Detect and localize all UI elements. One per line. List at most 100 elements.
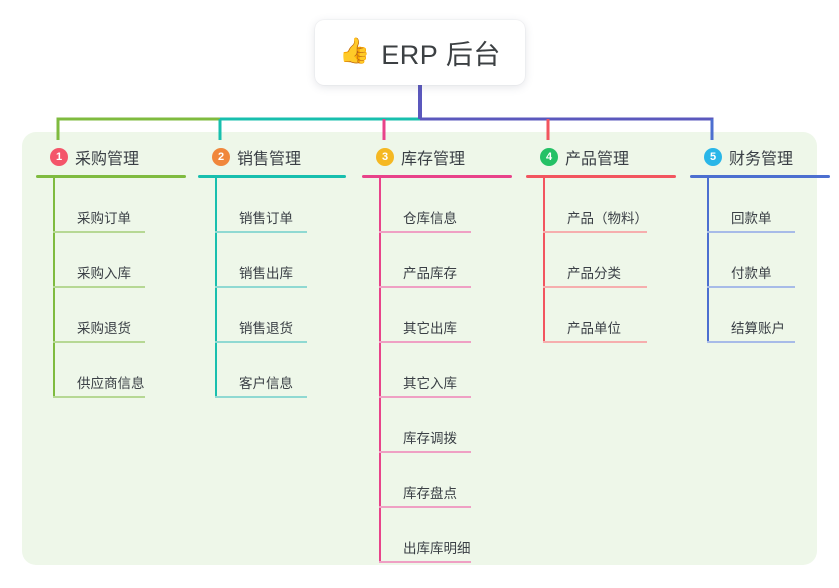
branch-number-badge: 2	[212, 148, 230, 166]
branch-item[interactable]: 采购退货	[53, 288, 186, 343]
branch-item-rule	[215, 341, 307, 343]
branch-number-badge: 4	[540, 148, 558, 166]
branch-item[interactable]: 采购入库	[53, 233, 186, 288]
branch-header-5[interactable]: 5 财务管理	[690, 144, 830, 170]
branch-item-label: 产品分类	[567, 265, 621, 281]
branch-item[interactable]: 产品（物料）	[543, 178, 676, 233]
branch-column-2[interactable]: 2 销售管理销售订单销售出库销售退货客户信息	[198, 144, 346, 398]
branch-item[interactable]: 销售出库	[215, 233, 346, 288]
branch-header-1[interactable]: 1 采购管理	[36, 144, 186, 170]
branch-item-label: 库存调拨	[403, 430, 457, 446]
branch-item-rule	[215, 396, 307, 398]
branch-item-label: 仓库信息	[403, 210, 457, 226]
branch-item-label: 销售退货	[239, 320, 293, 336]
branch-item[interactable]: 采购订单	[53, 178, 186, 233]
branch-title: 库存管理	[401, 151, 466, 168]
branch-item[interactable]: 其它出库	[379, 288, 512, 343]
branch-item-label: 产品（物料）	[567, 210, 648, 226]
branch-item-label: 供应商信息	[77, 375, 145, 391]
branch-item-label: 其它出库	[403, 320, 457, 336]
branch-header-rule	[362, 175, 512, 178]
branch-item[interactable]: 付款单	[707, 233, 830, 288]
branch-item-list: 回款单付款单结算账户	[707, 178, 830, 343]
branch-item-list: 采购订单采购入库采购退货供应商信息	[53, 178, 186, 398]
branch-item-rule	[707, 286, 795, 288]
branch-item-label: 产品单位	[567, 320, 621, 336]
branch-item[interactable]: 结算账户	[707, 288, 830, 343]
branch-item-label: 采购入库	[77, 265, 131, 281]
branch-item-rule	[379, 561, 471, 563]
branch-item-rule	[379, 341, 471, 343]
branch-item-rule	[215, 286, 307, 288]
branch-number-badge: 1	[50, 148, 68, 166]
branch-item-rule	[379, 506, 471, 508]
branch-item-label: 产品库存	[403, 265, 457, 281]
branch-header-rule	[36, 175, 186, 178]
branch-column-3[interactable]: 3 库存管理仓库信息产品库存其它出库其它入库库存调拨库存盘点出库库明细	[362, 144, 512, 563]
branch-number-badge: 3	[376, 148, 394, 166]
branch-item[interactable]: 库存调拨	[379, 398, 512, 453]
branch-item[interactable]: 供应商信息	[53, 343, 186, 398]
branch-item-rule	[707, 341, 795, 343]
branch-item-label: 付款单	[731, 265, 772, 281]
branch-item-label: 结算账户	[731, 320, 785, 336]
branch-item[interactable]: 产品分类	[543, 233, 676, 288]
branch-column-4[interactable]: 4 产品管理产品（物料） 产品分类产品单位	[526, 144, 676, 343]
branch-item-label: 库存盘点	[403, 485, 457, 501]
root-node-content: 👍 ERP 后台	[339, 33, 501, 72]
root-node-title: ERP 后台	[381, 40, 501, 70]
branch-item-label: 采购退货	[77, 320, 131, 336]
branch-trunk-line	[543, 178, 545, 343]
diagram-board	[22, 132, 817, 565]
branch-trunk-line	[379, 178, 381, 563]
branch-column-5[interactable]: 5 财务管理回款单付款单结算账户	[690, 144, 830, 343]
branch-header-rule	[526, 175, 676, 178]
branch-item[interactable]: 仓库信息	[379, 178, 512, 233]
branch-item-rule	[379, 396, 471, 398]
branch-trunk-line	[53, 178, 55, 398]
branch-item-rule	[379, 286, 471, 288]
branch-item-list: 产品（物料） 产品分类产品单位	[543, 178, 676, 343]
branch-column-1[interactable]: 1 采购管理采购订单采购入库采购退货供应商信息	[36, 144, 186, 398]
branch-item[interactable]: 出库库明细	[379, 508, 512, 563]
branch-item-label: 出库库明细	[403, 540, 471, 556]
root-node-card[interactable]: 👍 ERP 后台	[315, 20, 525, 85]
branch-item-rule	[379, 231, 471, 233]
branch-title: 产品管理	[565, 151, 630, 168]
branch-item[interactable]: 产品单位	[543, 288, 676, 343]
branch-item-rule	[53, 396, 145, 398]
branch-item-rule	[379, 451, 471, 453]
branch-item-rule	[53, 286, 145, 288]
branch-item[interactable]: 销售退货	[215, 288, 346, 343]
branch-item-rule	[215, 231, 307, 233]
branch-item[interactable]: 库存盘点	[379, 453, 512, 508]
branch-title: 采购管理	[75, 151, 140, 168]
branch-item[interactable]: 其它入库	[379, 343, 512, 398]
branch-item-list: 销售订单销售出库销售退货客户信息	[215, 178, 346, 398]
thumbs-up-icon: 👍	[339, 37, 371, 65]
branch-header-2[interactable]: 2 销售管理	[198, 144, 346, 170]
branch-item-label: 客户信息	[239, 375, 293, 391]
branch-item-label: 回款单	[731, 210, 772, 226]
branch-item-label: 销售出库	[239, 265, 293, 281]
branch-item[interactable]: 销售订单	[215, 178, 346, 233]
branch-trunk-line	[215, 178, 217, 398]
branch-item[interactable]: 产品库存	[379, 233, 512, 288]
branch-title: 财务管理	[729, 151, 794, 168]
branch-header-rule	[198, 175, 346, 178]
branch-title: 销售管理	[237, 151, 302, 168]
branch-header-rule	[690, 175, 830, 178]
branch-header-4[interactable]: 4 产品管理	[526, 144, 676, 170]
branch-item-label: 销售订单	[239, 210, 293, 226]
branch-item[interactable]: 客户信息	[215, 343, 346, 398]
branch-item-rule	[53, 341, 145, 343]
branch-trunk-line	[707, 178, 709, 343]
branch-item-rule	[543, 231, 647, 233]
branch-item[interactable]: 回款单	[707, 178, 830, 233]
branch-item-label: 采购订单	[77, 210, 131, 226]
branch-header-3[interactable]: 3 库存管理	[362, 144, 512, 170]
branch-number-badge: 5	[704, 148, 722, 166]
branch-item-rule	[543, 286, 647, 288]
branch-item-rule	[543, 341, 647, 343]
